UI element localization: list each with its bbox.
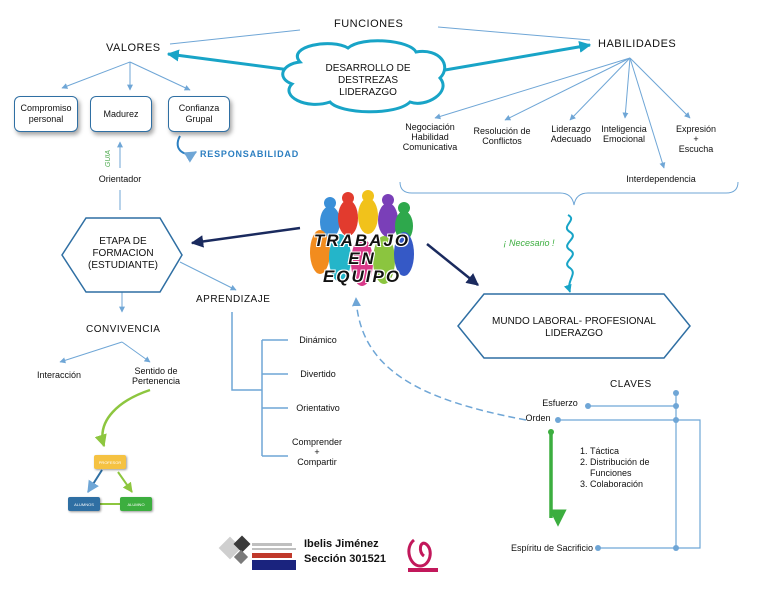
desarrollo-cloud bbox=[281, 39, 447, 114]
pert-line: Pertenencia bbox=[131, 376, 181, 386]
box-line: Compromiso bbox=[20, 103, 72, 113]
tactica-item: Táctica bbox=[590, 446, 650, 457]
mundo-line: MUNDO LABORAL- PROFESIONAL bbox=[492, 316, 656, 327]
hab-line: Expresión bbox=[675, 124, 717, 134]
mundo-laboral-label: MUNDO LABORAL- PROFESIONAL LIDERAZGO bbox=[466, 316, 682, 340]
interaccion-label: Interacción bbox=[36, 370, 82, 380]
hab-line: + bbox=[693, 134, 699, 144]
mundo-laboral-hexagon bbox=[457, 293, 691, 359]
convivencia-title: CONVIVENCIA bbox=[86, 324, 161, 335]
habilidad-negociacion: Negociación Habilidad Comunicativa bbox=[398, 122, 462, 152]
etapa-label: ETAPA DE FORMACION (ESTUDIANTE) bbox=[70, 236, 176, 272]
pertenencia-label: Sentido de Pertenencia bbox=[126, 366, 186, 386]
hab-line: Adecuado bbox=[550, 134, 592, 144]
team-line: TRABAJO bbox=[313, 231, 411, 250]
etapa-line: ETAPA DE bbox=[99, 236, 147, 247]
habilidad-expresion: Expresión + Escucha bbox=[670, 124, 722, 154]
box-line: Grupal bbox=[185, 114, 213, 124]
unermb-logo bbox=[218, 535, 296, 570]
orden-label: Orden bbox=[525, 413, 551, 423]
mini-alumno-box: ALUMNO bbox=[120, 497, 152, 511]
responsabilidad-swirl bbox=[176, 135, 198, 163]
pertenencia-lime-arrow bbox=[94, 388, 151, 448]
habilidades-brace bbox=[399, 181, 739, 206]
hab-line: Conflictos bbox=[482, 136, 522, 146]
apr-line: + bbox=[314, 447, 320, 457]
responsabilidad-label: RESPONSABILIDAD bbox=[200, 149, 300, 159]
center-arrows bbox=[190, 226, 479, 286]
box-line: Confianza bbox=[178, 103, 220, 113]
compromiso-personal-box: Compromiso personal bbox=[14, 96, 78, 132]
aprendizaje-tree bbox=[231, 312, 288, 457]
apr-line: Compartir bbox=[297, 457, 337, 467]
habilidad-inteligencia: Inteligencia Emocional bbox=[596, 124, 652, 144]
aprendizaje-dinamico: Dinámico bbox=[299, 335, 337, 345]
valores-links bbox=[61, 61, 191, 210]
mini-alumnos-box: ALUMNOS bbox=[68, 497, 100, 511]
espiritu-label: Espíritu de Sacrificio bbox=[510, 543, 594, 553]
orden-dashed-link bbox=[351, 297, 527, 421]
habilidad-resolucion: Resolución de Conflictos bbox=[470, 126, 534, 146]
valores-title: VALORES bbox=[106, 42, 161, 54]
aprendizaje-comprender: Comprender + Compartir bbox=[286, 437, 348, 467]
mini-profesor-box: PROFESOR bbox=[94, 455, 126, 469]
hab-line: Comunicativa bbox=[402, 142, 458, 152]
claves-title: CLAVES bbox=[610, 379, 652, 390]
team-line: EQUIPO bbox=[322, 267, 402, 286]
interdependencia-label: Interdependencia bbox=[626, 174, 696, 184]
hab-line: Liderazgo bbox=[551, 124, 591, 134]
habilidad-liderazgo: Liderazgo Adecuado bbox=[544, 124, 598, 144]
habilidades-title: HABILIDADES bbox=[598, 38, 677, 50]
funciones-title: FUNCIONES bbox=[334, 18, 404, 30]
tactica-item: Colaboración bbox=[590, 479, 650, 490]
etapa-line: FORMACION bbox=[92, 248, 154, 259]
funciones-links bbox=[169, 26, 591, 45]
hab-line: Inteligencia bbox=[601, 124, 647, 134]
claves-dots bbox=[555, 390, 679, 551]
tactica-line: Distribución de bbox=[590, 457, 650, 467]
cloud-arrows bbox=[166, 40, 592, 72]
tactica-line: Funciones bbox=[590, 468, 632, 478]
box-line: personal bbox=[28, 114, 64, 124]
necesario-squiggle bbox=[563, 214, 574, 293]
hab-line: Negociación bbox=[405, 122, 455, 132]
aprendizaje-divertido: Divertido bbox=[300, 369, 336, 379]
team-line: EN bbox=[348, 249, 376, 268]
etapa-links bbox=[59, 261, 237, 364]
cloud-line: DESTREZAS bbox=[337, 75, 398, 86]
confianza-grupal-box: Confianza Grupal bbox=[168, 96, 230, 132]
team-people-graphic bbox=[310, 190, 414, 286]
habilidades-links bbox=[434, 57, 691, 169]
etapa-line: (ESTUDIANTE) bbox=[88, 260, 158, 271]
esfuerzo-label: Esfuerzo bbox=[542, 398, 578, 408]
hab-line: Habilidad bbox=[411, 132, 449, 142]
aprendizaje-orientativo: Orientativo bbox=[296, 403, 340, 413]
desarrollo-cloud-label: DESARROLLO DE DESTREZAS LIDERAZGO bbox=[318, 63, 418, 99]
orientador-label: Orientador bbox=[98, 174, 142, 184]
author-section: Sección 301521 bbox=[304, 553, 386, 565]
aprendizaje-title: APRENDIZAJE bbox=[196, 294, 271, 305]
pert-line: Sentido de bbox=[134, 366, 178, 376]
cloud-line: DESARROLLO DE bbox=[325, 63, 411, 74]
cloud-line: LIDERAZGO bbox=[339, 87, 397, 98]
madurez-box: Madurez bbox=[90, 96, 152, 132]
guia-label: GUIA bbox=[105, 149, 113, 168]
author-block: Ibelis Jiménez Sección 301521 bbox=[304, 537, 386, 567]
hab-line: Resolución de bbox=[473, 126, 531, 136]
mundo-line: LIDERAZGO bbox=[545, 328, 603, 339]
box-line: Madurez bbox=[103, 108, 139, 119]
programa-logo bbox=[407, 538, 438, 572]
necesario-label: ¡ Necesario ! bbox=[503, 238, 555, 248]
apr-line: Comprender bbox=[291, 437, 343, 447]
author-name: Ibelis Jiménez bbox=[304, 538, 379, 550]
etapa-hexagon bbox=[61, 217, 183, 293]
hab-line: Escucha bbox=[678, 144, 714, 154]
trabajo-en-equipo-title: TRABAJO EN EQUIPO bbox=[298, 232, 426, 286]
hab-line: Emocional bbox=[602, 134, 646, 144]
